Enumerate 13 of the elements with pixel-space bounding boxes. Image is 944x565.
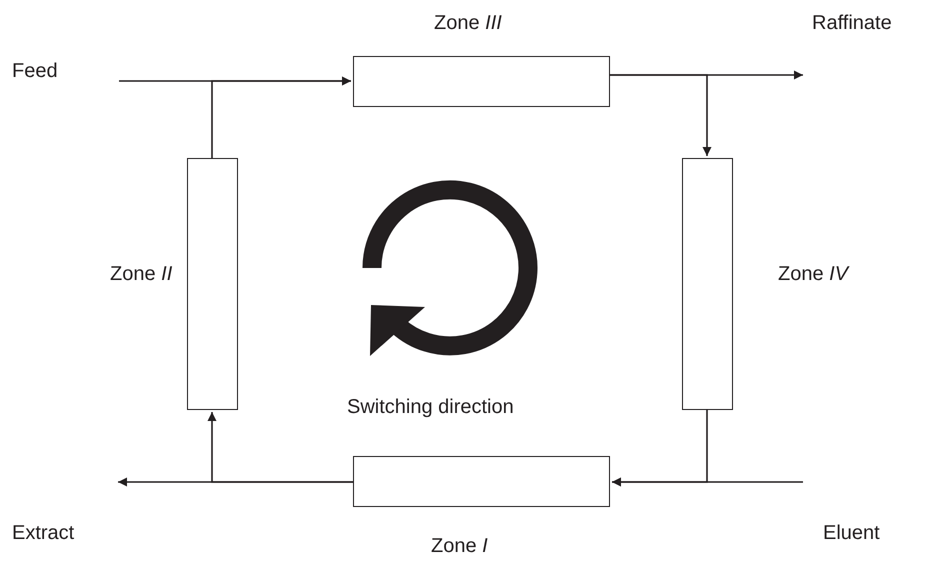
stream-label: Feed bbox=[12, 60, 58, 83]
stream-label: Eluent bbox=[823, 522, 880, 545]
stream-label: Raffinate bbox=[812, 12, 892, 35]
arrow bbox=[208, 412, 353, 483]
zone-label: Zone I bbox=[431, 535, 488, 558]
zone-label: Zone II bbox=[110, 263, 172, 286]
zone-label: Zone III bbox=[434, 12, 502, 35]
zone-label: Zone IV bbox=[778, 263, 848, 286]
stream-label: Extract bbox=[12, 522, 74, 545]
arrow bbox=[211, 76, 351, 158]
direction-caption: Switching direction bbox=[347, 396, 514, 419]
arrow bbox=[610, 74, 712, 156]
arrow bbox=[612, 478, 803, 486]
